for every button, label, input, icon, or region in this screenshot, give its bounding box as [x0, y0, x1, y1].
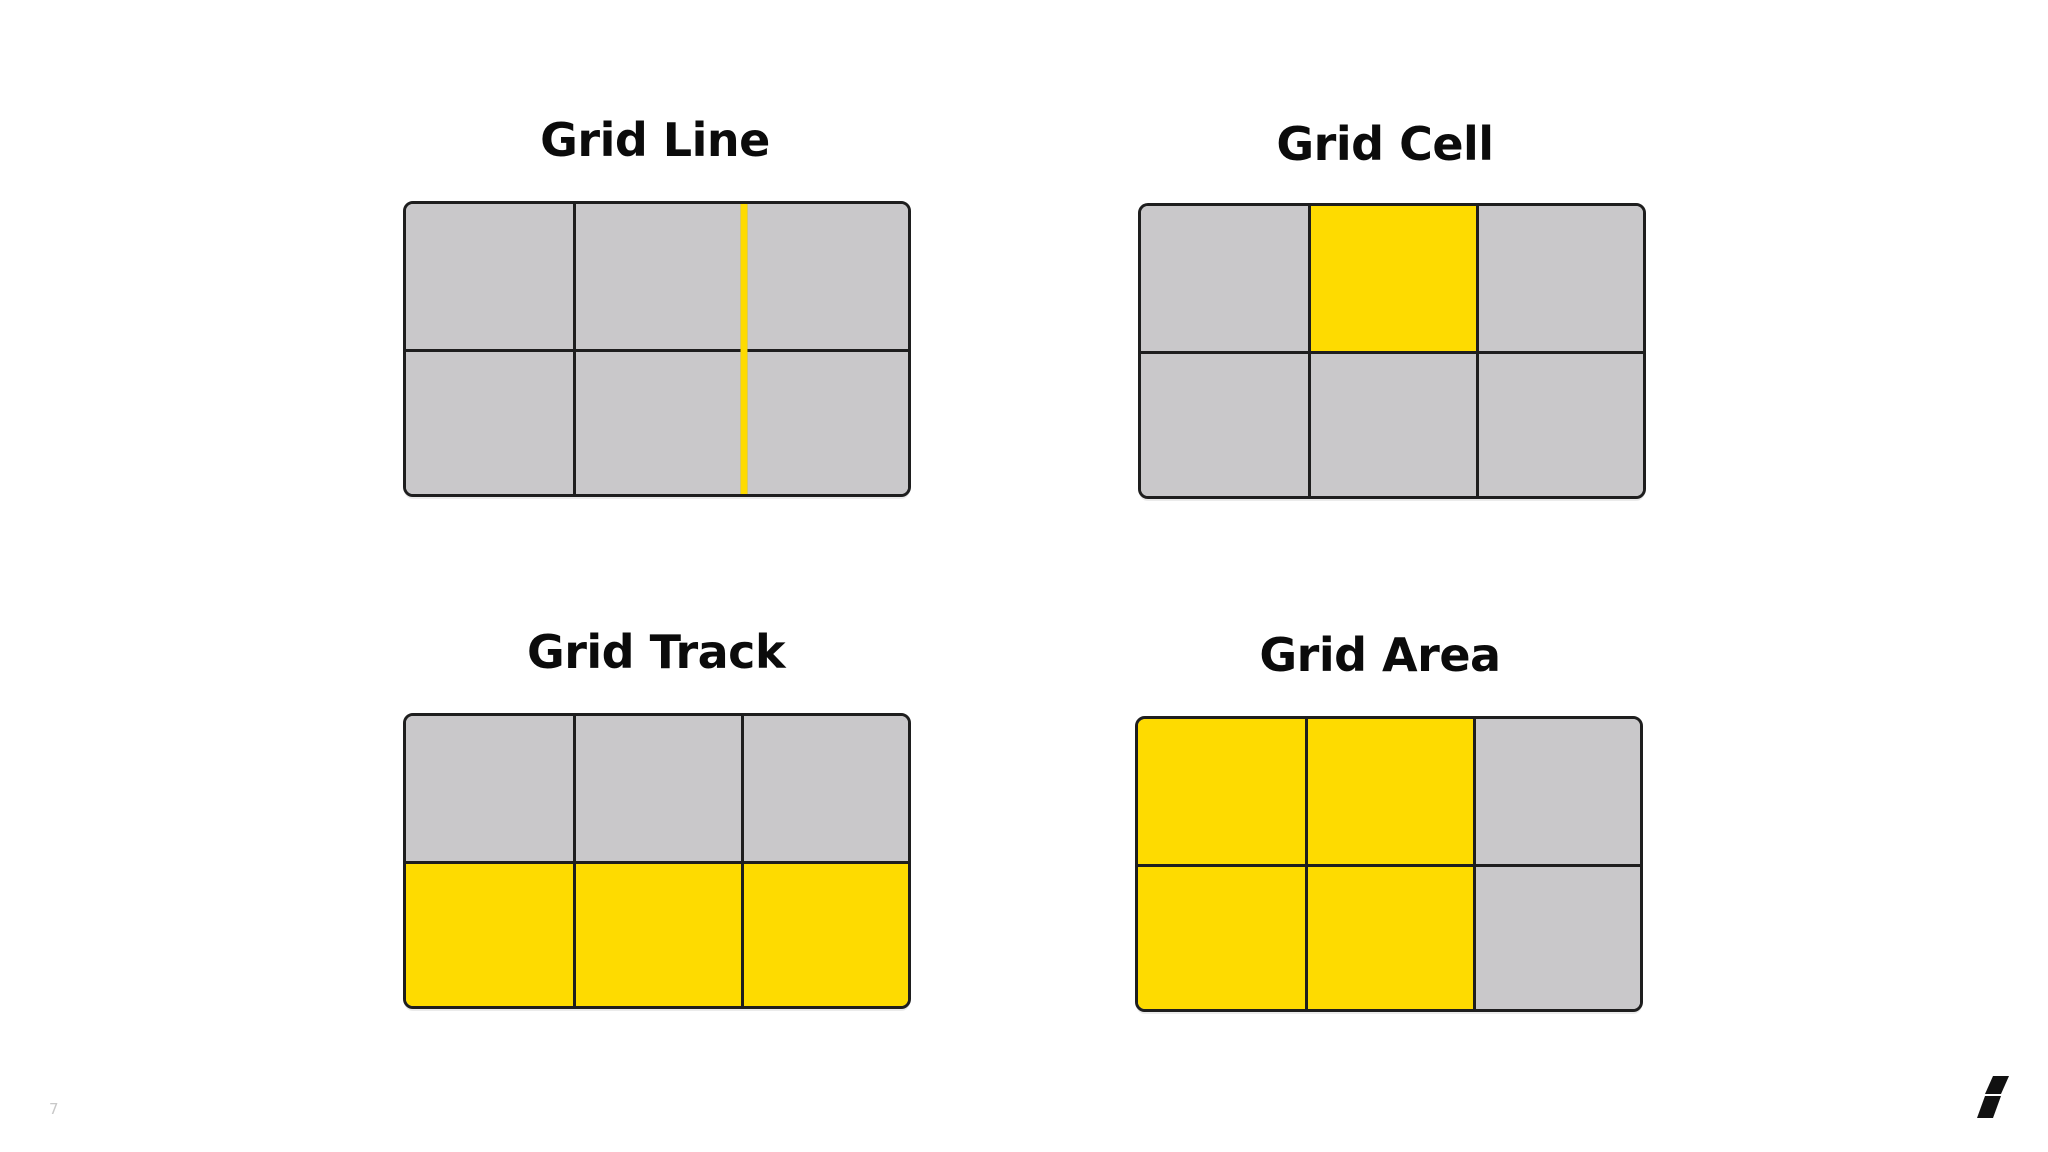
grid-track-diagram	[403, 713, 911, 1009]
grid-cell	[1475, 351, 1643, 496]
highlighted-area-cell	[1305, 719, 1473, 864]
highlighted-grid-line	[741, 204, 747, 494]
grid-cell	[740, 349, 908, 494]
highlighted-track-cell	[740, 861, 908, 1006]
grid-cell-diagram	[1138, 203, 1646, 499]
highlighted-area-cell	[1305, 864, 1473, 1009]
grid-cell	[406, 204, 574, 349]
grid-cell	[406, 349, 574, 494]
logo-icon	[1977, 1076, 2009, 1118]
highlighted-track-cell	[573, 861, 741, 1006]
grid-cell	[740, 204, 908, 349]
panel-title-grid-area: Grid Area	[1259, 628, 1501, 682]
grid-cell	[1141, 206, 1309, 351]
highlighted-area-cell	[1138, 719, 1306, 864]
grid-cell	[573, 204, 741, 349]
grid-area-diagram	[1135, 716, 1643, 1012]
grid-cell	[406, 716, 574, 861]
grid-cell	[1475, 206, 1643, 351]
grid-cell	[1472, 864, 1640, 1009]
panel-title-grid-line: Grid Line	[540, 113, 770, 167]
highlighted-area-cell	[1138, 864, 1306, 1009]
highlighted-grid-cell	[1308, 206, 1476, 351]
page-number: 7	[49, 1100, 59, 1118]
grid-line-diagram	[403, 201, 911, 497]
highlighted-track-cell	[406, 861, 574, 1006]
grid-cell	[1472, 719, 1640, 864]
panel-title-grid-cell: Grid Cell	[1276, 117, 1494, 171]
grid-cell	[573, 349, 741, 494]
grid-cell	[740, 716, 908, 861]
grid-cell	[1308, 351, 1476, 496]
grid-cell	[573, 716, 741, 861]
grid-cell	[1141, 351, 1309, 496]
panel-title-grid-track: Grid Track	[526, 625, 786, 679]
